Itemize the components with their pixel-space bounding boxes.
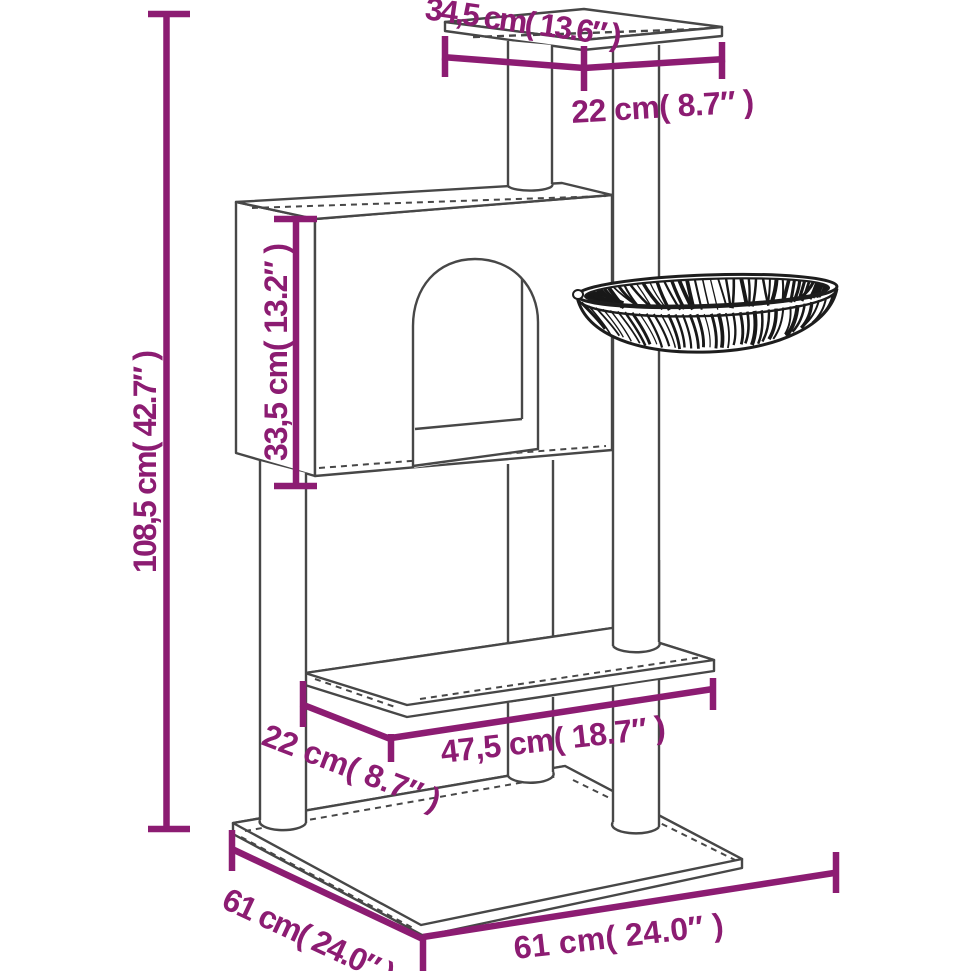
svg-text:108,5 cm( 42.7″ ): 108,5 cm( 42.7″ ) [127,350,163,573]
svg-text:22 cm( 8.7″ ): 22 cm( 8.7″ ) [570,83,755,130]
svg-text:33,5 cm( 13.2″ ): 33,5 cm( 13.2″ ) [258,243,294,461]
